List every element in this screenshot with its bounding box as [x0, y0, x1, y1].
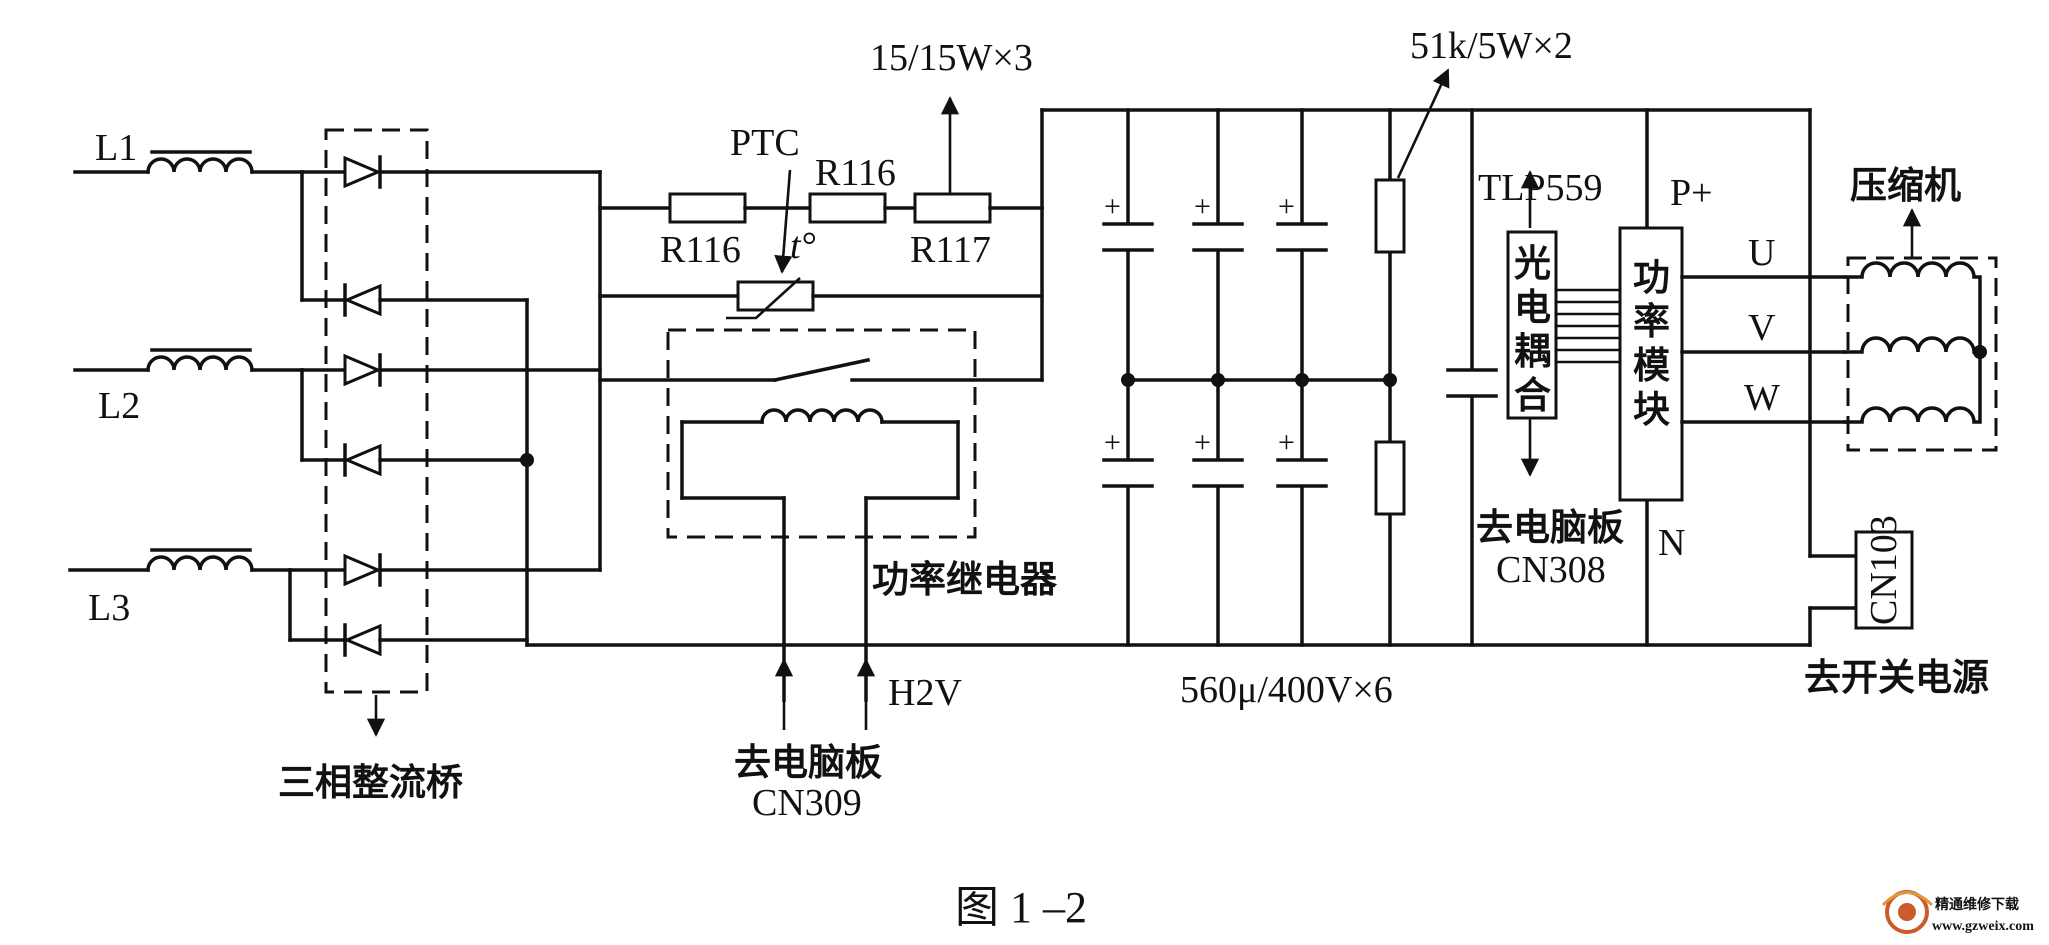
module-char-4: 块 [1633, 389, 1670, 431]
diode-d6 [343, 623, 529, 657]
input-l1: L1 [73, 127, 304, 174]
label-resistor-rating: 15/15W×3 [870, 37, 1033, 79]
label-v: V [1748, 307, 1776, 349]
capacitor-c5: + [1192, 426, 1244, 488]
label-cn103: CN103 [1863, 515, 1905, 625]
gate-signal-lines [1556, 288, 1620, 364]
svg-text:+: + [1278, 426, 1295, 459]
label-to-board-cn308: 去电脑板 [1476, 507, 1624, 549]
label-u: U [1748, 232, 1775, 274]
choke-l2 [146, 355, 254, 372]
resistor-bleeder-bottom [1374, 440, 1406, 516]
rectifier-label: 三相整流桥 [278, 762, 463, 804]
label-t-degree: t° [790, 225, 816, 267]
label-ptc: PTC [730, 122, 800, 164]
watermark-url: www.gzweix.com [1932, 919, 2034, 934]
svg-text:+: + [1194, 426, 1211, 459]
compressor-outline [1846, 256, 1998, 452]
label-to-board-cn309: 去电脑板 [734, 742, 882, 784]
positive-dc-bus [1040, 108, 1812, 382]
svg-text:+: + [1104, 426, 1121, 459]
opto-char-3: 耦 [1514, 331, 1551, 373]
resistor-r117 [913, 192, 992, 224]
label-h2v: H2V [888, 672, 962, 714]
figure-caption: 图 1 –2 [955, 883, 1087, 932]
switch-psu-tap: CN103 去开关电源 [1804, 108, 1989, 699]
diode-d4 [343, 443, 529, 477]
resistor-r116-b [808, 192, 887, 224]
relay-coil [760, 408, 884, 424]
choke-l3 [146, 555, 254, 572]
resistor-r116-a [668, 192, 747, 224]
input-l2: L2 [73, 348, 304, 427]
winding-w [1843, 350, 1982, 424]
winding-v [1843, 336, 1982, 354]
label-bleeder: 51k/5W×2 [1410, 25, 1573, 67]
svg-text:+: + [1104, 190, 1121, 223]
power-module-box [1618, 226, 1684, 502]
diode-d3 [343, 353, 602, 387]
label-l3: L3 [88, 587, 130, 629]
opto-char-2: 电 [1514, 287, 1551, 329]
label-l2: L2 [98, 385, 140, 427]
label-cn308: CN308 [1496, 549, 1606, 591]
capacitor-c2: + [1192, 190, 1244, 252]
optocoupler: TLP559 光 电 耦 合 去电脑板 CN308 [1476, 167, 1624, 591]
choke-l1 [146, 157, 254, 174]
resistor-bleeder-top [1374, 178, 1406, 254]
capacitor-c1: + [1102, 190, 1154, 252]
diode-d1 [343, 155, 602, 189]
capacitor-c3: + [1276, 190, 1328, 252]
label-r116-bottom: R116 [660, 229, 741, 271]
label-capacitor-rating: 560μ/400V×6 [1180, 669, 1393, 711]
label-to-switch-psu: 去开关电源 [1804, 657, 1989, 699]
diode-d5 [343, 553, 602, 587]
label-r116-top: R116 [815, 152, 896, 194]
rectifier-bridge: 三相整流桥 [278, 128, 602, 804]
watermark-text: 精通维修下载 [1935, 896, 2019, 913]
module-char-3: 模 [1633, 345, 1670, 387]
opto-char-1: 光 [1514, 243, 1551, 285]
module-char-1: 功 [1633, 258, 1670, 299]
connector-cn103 [1854, 530, 1914, 630]
watermark-logo-icon [1881, 890, 1934, 934]
label-tlp559: TLP559 [1478, 167, 1603, 209]
module-char-2: 率 [1633, 301, 1670, 343]
label-l1: L1 [95, 127, 137, 169]
filter-capacitors: + + + + + [1102, 108, 1397, 711]
compressor-label: 压缩机 [1850, 165, 1961, 207]
power-module: 功 率 模 块 P+ N U V W [1618, 108, 1847, 647]
relay-outline [666, 328, 977, 539]
svg-text:+: + [1194, 190, 1211, 223]
label-p-plus: P+ [1670, 172, 1713, 214]
power-relay: 功率继电器 H2V 去电脑板 CN309 [598, 328, 1058, 824]
winding-u [1843, 261, 1982, 354]
label-n: N [1658, 522, 1685, 564]
opto-char-4: 合 [1514, 375, 1551, 417]
compressor: 压缩机 [1843, 165, 1998, 452]
label-r117: R117 [910, 229, 991, 271]
svg-text:+: + [1278, 190, 1295, 223]
rectifier-outline [324, 128, 429, 694]
inrush-resistors: 15/15W×3 PTC R116 R116 R117 t° [598, 37, 1044, 320]
label-w: W [1744, 377, 1780, 419]
bleeder-resistors: 51k/5W×2 [1374, 25, 1573, 647]
label-cn309: CN309 [752, 782, 862, 824]
ptc-thermistor [736, 280, 815, 312]
diode-d2 [343, 283, 529, 317]
snubber-capacitor [1446, 108, 1498, 647]
input-l3: L3 [68, 548, 292, 629]
relay-label: 功率继电器 [872, 559, 1058, 601]
capacitor-c4: + [1102, 426, 1154, 488]
watermark: 精通维修下载 www.gzweix.com [1881, 890, 2034, 934]
capacitor-c6: + [1276, 426, 1328, 488]
